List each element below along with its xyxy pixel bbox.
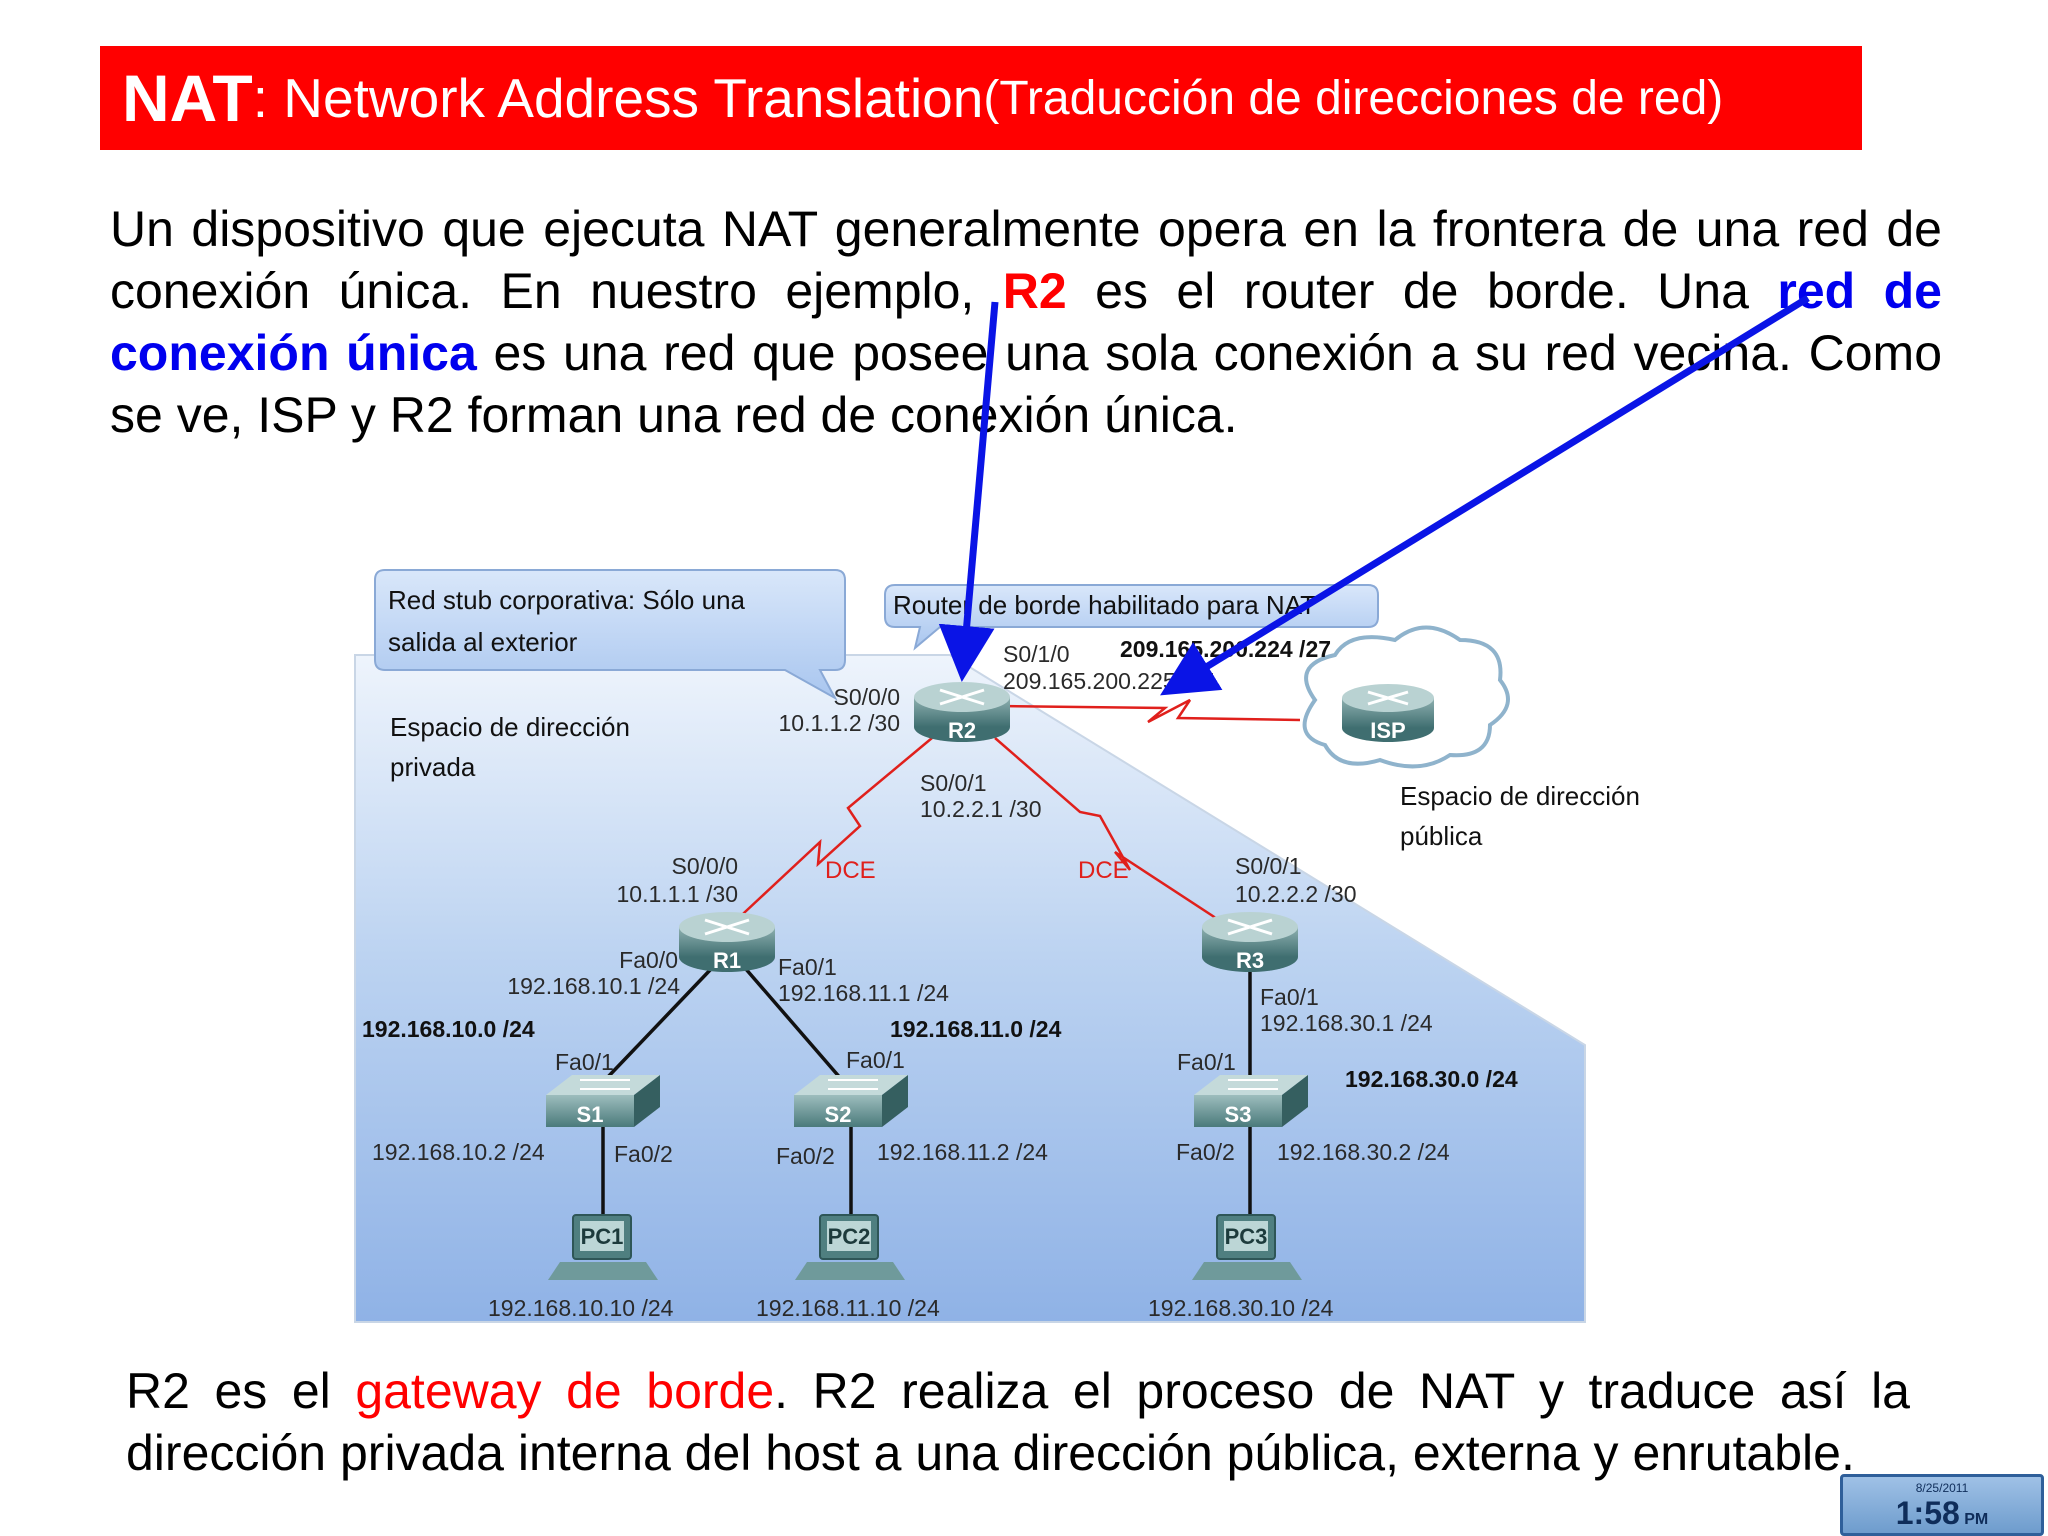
r2-s001-if: S0/0/1 [920,770,987,796]
wan-link-r2-r1 [729,737,933,927]
switch-s3-icon: S3 [1194,1075,1308,1127]
intro-text-3: es una red que posee una sola conexión a… [110,325,1942,443]
title-translation: (Traducción de direcciones de red) [983,71,1724,125]
callout-stub-network: Red stub corporativa: Sólo una salida al… [374,569,846,701]
s3-fa01-if: Fa0/1 [1177,1049,1236,1075]
s3-ip: 192.168.30.2 /24 [1277,1139,1450,1165]
switch-s1-icon: S1 [546,1075,660,1127]
pc1-icon: PC1 [548,1214,658,1280]
private-space-label-1: Espacio de dirección [390,712,630,742]
public-space-label-1: Espacio de dirección [1400,781,1640,811]
s1-fa01-if: Fa0/1 [555,1049,614,1075]
s3-label: S3 [1225,1102,1252,1127]
r3-label: R3 [1236,948,1264,973]
r1-fa01-if: Fa0/1 [778,954,837,980]
lan-links [601,966,1252,1215]
private-space-label-2: privada [390,752,476,782]
r2-s010-if: S0/1/0 [1003,641,1070,667]
network-192-168-10: 192.168.10.0 /24 [362,1016,535,1042]
r2-s000-ip: 10.1.1.2 /30 [779,710,901,736]
intro-stub-highlight: red de conexión única [110,263,1942,381]
callout-edge-router: Router de borde habilitado para NAT [884,584,1379,651]
taskbar-clock[interactable]: 8/25/2011 1:58 PM [1840,1474,2044,1536]
s2-label: S2 [825,1102,852,1127]
router-r3-icon: R3 [1202,912,1298,973]
dce-label-right: DCE [1078,857,1129,884]
wan-link-r2-isp [999,698,1301,724]
r2-label: R2 [948,718,976,743]
r1-fa00-if: Fa0/0 [619,947,678,973]
s2-fa02-if: Fa0/2 [776,1143,835,1169]
pc1-label: PC1 [581,1224,624,1249]
intro-text-1: Un dispositivo que ejecuta NAT generalme… [110,201,1942,319]
intro-text-2: es el router de borde. Una [1066,263,1778,319]
pc3-label: PC3 [1225,1224,1268,1249]
r1-s000-if: S0/0/0 [672,853,739,879]
arrow-to-wan-link [1160,295,1810,696]
pc2-icon: PC2 [795,1214,905,1280]
r3-fa01-if: Fa0/1 [1260,984,1319,1010]
arrow-to-r2 [938,301,999,682]
network-192-168-30: 192.168.30.0 /24 [1345,1066,1518,1092]
r2-s000-if: S0/0/0 [834,684,901,710]
s2-fa01-if: Fa0/1 [846,1047,905,1073]
router-r1-icon: R1 [679,912,775,973]
pc3-icon: PC3 [1192,1214,1302,1280]
router-r2-icon: R2 [914,682,1010,743]
r1-fa01-ip: 192.168.11.1 /24 [778,980,949,1006]
r1-label: R1 [713,948,741,973]
s1-label: S1 [577,1102,604,1127]
network-192-168-11: 192.168.11.0 /24 [890,1016,1062,1042]
callout-stub-line2: salida al exterior [388,627,578,657]
pc2-label: PC2 [828,1224,871,1249]
title-main: : Network Address Translation [252,67,984,129]
switch-s2-icon: S2 [794,1075,908,1127]
s2-ip: 192.168.11.2 /24 [877,1139,1048,1165]
intro-r2-highlight: R2 [1002,263,1067,319]
outro-text-1: R2 es el [126,1363,356,1419]
pc2-ip: 192.168.11.10 /24 [756,1295,940,1321]
callout-stub-line1: Red stub corporativa: Sólo una [388,585,746,615]
wan-link-r2-r3 [994,737,1226,926]
s1-fa02-if: Fa0/2 [614,1141,673,1167]
dce-label-left: DCE [825,857,876,884]
intro-paragraph: Un dispositivo que ejecuta NAT generalme… [110,198,1942,446]
pc1-ip: 192.168.10.10 /24 [488,1295,674,1321]
outro-paragraph: R2 es el gateway de borde. R2 realiza el… [126,1360,1910,1484]
r1-s000-ip: 10.1.1.1 /30 [617,881,739,907]
slide-title: NAT: Network Address Translation (Traduc… [100,46,1862,150]
title-acronym: NAT [122,61,253,135]
r3-s001-ip: 10.2.2.2 /30 [1235,881,1357,907]
pc3-ip: 192.168.30.10 /24 [1148,1295,1334,1321]
outro-text-2: . R2 realiza el proceso de NAT y traduce… [126,1363,1910,1481]
public-space-label-2: pública [1400,821,1483,851]
isp-label: ISP [1370,718,1405,743]
outro-gateway-highlight: gateway de borde [355,1363,775,1419]
router-isp-icon: ISP [1342,684,1434,743]
r1-fa00-ip: 192.168.10.1 /24 [507,973,680,999]
r3-fa01-ip: 192.168.30.1 /24 [1260,1010,1433,1036]
s3-fa02-if: Fa0/2 [1176,1139,1235,1165]
s1-ip: 192.168.10.2 /24 [372,1139,545,1165]
clock-time: 1:58 [1895,1495,1960,1531]
callout-edge-text: Router de borde habilitado para NAT [893,590,1316,620]
clock-date: 8/25/2011 [1915,1481,1969,1495]
r3-s001-if: S0/0/1 [1235,853,1302,879]
clock-ampm: PM [1964,1511,1989,1528]
private-network-area [354,654,1586,1323]
r2-s001-ip: 10.2.2.1 /30 [920,796,1042,822]
